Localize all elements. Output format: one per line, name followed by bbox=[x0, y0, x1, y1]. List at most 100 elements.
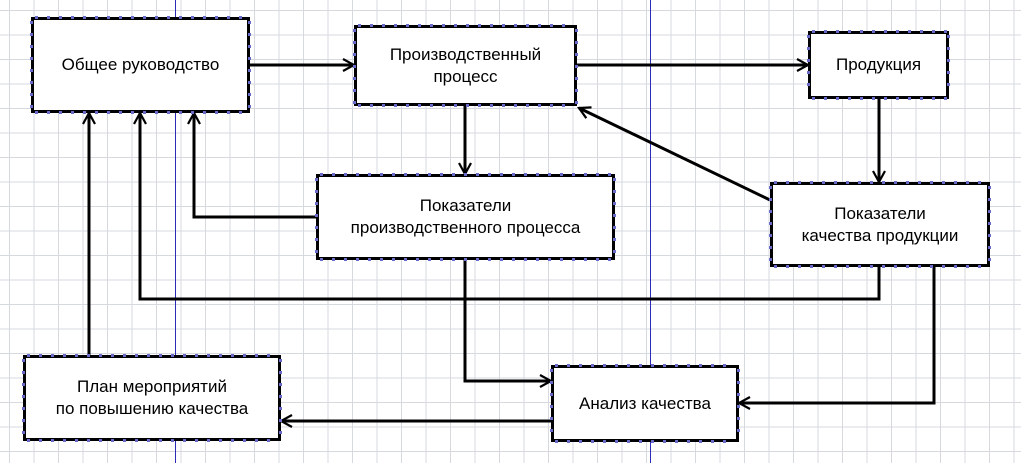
connection-point bbox=[639, 364, 642, 367]
connection-point bbox=[22, 383, 25, 386]
connection-point bbox=[575, 65, 578, 68]
connection-point bbox=[478, 24, 481, 27]
connection-point bbox=[195, 354, 198, 357]
connection-point bbox=[464, 173, 467, 176]
connection-point bbox=[500, 258, 503, 261]
connection-point bbox=[807, 59, 810, 62]
connection-point bbox=[550, 104, 553, 107]
connection-point bbox=[536, 173, 539, 176]
connection-point bbox=[538, 104, 541, 107]
connection-point bbox=[550, 24, 553, 27]
connection-point bbox=[807, 83, 810, 86]
connection-point bbox=[370, 104, 373, 107]
connection-point bbox=[930, 181, 933, 184]
node-production-process[interactable]: Производственный процесс bbox=[354, 25, 577, 106]
connection-point bbox=[135, 354, 138, 357]
connection-point bbox=[575, 89, 578, 92]
connection-point bbox=[279, 395, 282, 398]
connection-point bbox=[279, 431, 282, 434]
connection-point bbox=[490, 104, 493, 107]
connection-point bbox=[908, 97, 911, 100]
connection-point bbox=[368, 258, 371, 261]
connection-point bbox=[476, 258, 479, 261]
connection-point bbox=[526, 104, 529, 107]
connection-point bbox=[988, 246, 991, 249]
connection-point bbox=[183, 439, 186, 442]
connection-point bbox=[591, 440, 594, 443]
connection-point bbox=[615, 440, 618, 443]
connection-point bbox=[83, 16, 86, 19]
connection-point bbox=[567, 364, 570, 367]
connection-point bbox=[51, 354, 54, 357]
connection-point bbox=[584, 258, 587, 261]
connection-point bbox=[870, 181, 873, 184]
connection-point bbox=[111, 439, 114, 442]
connection-point bbox=[488, 258, 491, 261]
connection-point bbox=[119, 111, 122, 114]
connection-point bbox=[613, 226, 616, 229]
connection-point bbox=[111, 354, 114, 357]
connection-point bbox=[147, 439, 150, 442]
connection-point bbox=[824, 30, 827, 33]
connection-point bbox=[22, 359, 25, 362]
connection-point bbox=[191, 16, 194, 19]
connection-point bbox=[920, 97, 923, 100]
connection-point bbox=[279, 359, 282, 362]
connection-point bbox=[195, 439, 198, 442]
connection-point bbox=[711, 364, 714, 367]
connection-point bbox=[179, 16, 182, 19]
connection-point bbox=[988, 198, 991, 201]
connection-point bbox=[584, 173, 587, 176]
connection-point bbox=[613, 178, 616, 181]
connection-point bbox=[978, 181, 981, 184]
connection-point bbox=[59, 111, 62, 114]
connection-point bbox=[107, 111, 110, 114]
connection-point bbox=[687, 364, 690, 367]
connection-point bbox=[894, 181, 897, 184]
connection-point bbox=[315, 202, 318, 205]
connection-point bbox=[575, 41, 578, 44]
connection-point bbox=[836, 30, 839, 33]
edge-process-indicators-to-quality-analysis bbox=[463, 260, 551, 381]
connection-point bbox=[882, 265, 885, 268]
connection-point bbox=[988, 258, 991, 261]
connection-point bbox=[248, 21, 251, 24]
connection-point bbox=[382, 24, 385, 27]
connection-point bbox=[536, 258, 539, 261]
connection-point bbox=[514, 104, 517, 107]
connection-point bbox=[896, 30, 899, 33]
connection-point bbox=[83, 111, 86, 114]
node-management[interactable]: Общее руководство bbox=[31, 17, 250, 113]
node-quality-analysis[interactable]: Анализ качества bbox=[551, 365, 739, 442]
connection-point bbox=[562, 24, 565, 27]
node-process-indicators[interactable]: Показатели производственного процесса bbox=[316, 174, 615, 260]
connection-point bbox=[769, 222, 772, 225]
connection-point bbox=[353, 101, 356, 104]
node-label: Показатели качества продукции bbox=[801, 203, 959, 245]
connection-point bbox=[248, 45, 251, 48]
connection-point bbox=[131, 16, 134, 19]
connection-point bbox=[215, 111, 218, 114]
connection-point bbox=[248, 93, 251, 96]
connection-point bbox=[27, 354, 30, 357]
node-quality-indicators[interactable]: Показатели качества продукции bbox=[770, 182, 990, 267]
connection-point bbox=[723, 364, 726, 367]
connection-point bbox=[502, 24, 505, 27]
node-improvement-plan[interactable]: План мероприятий по повышению качества bbox=[23, 355, 281, 441]
connection-point bbox=[567, 440, 570, 443]
connection-point bbox=[135, 439, 138, 442]
connection-point bbox=[988, 186, 991, 189]
connection-point bbox=[22, 371, 25, 374]
connection-point bbox=[27, 439, 30, 442]
node-products[interactable]: Продукция bbox=[808, 31, 949, 99]
connection-point bbox=[454, 24, 457, 27]
connection-point bbox=[203, 111, 206, 114]
connection-point bbox=[394, 24, 397, 27]
connection-point bbox=[71, 16, 74, 19]
connection-point bbox=[243, 354, 246, 357]
connection-point bbox=[22, 407, 25, 410]
connection-point bbox=[737, 369, 740, 372]
connection-point bbox=[452, 258, 455, 261]
connection-point bbox=[884, 97, 887, 100]
connection-point bbox=[248, 33, 251, 36]
